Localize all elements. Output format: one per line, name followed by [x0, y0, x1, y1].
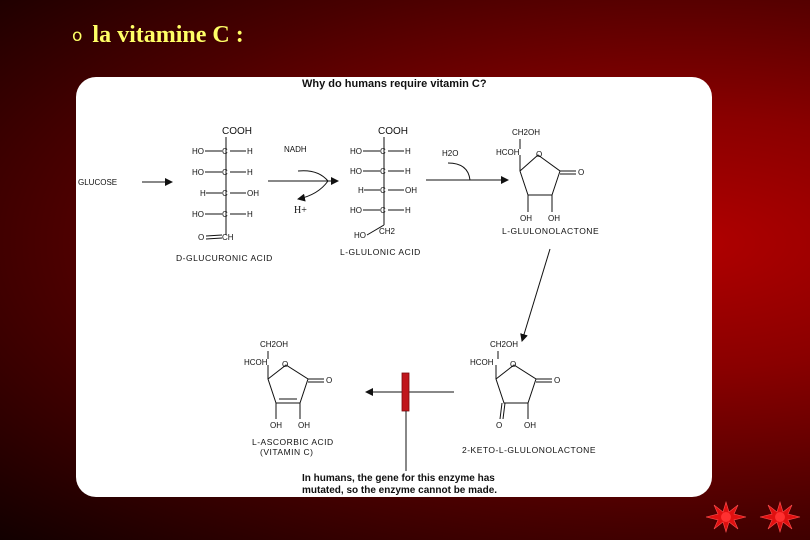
- svg-text:HO: HO: [192, 210, 204, 219]
- svg-text:HO: HO: [350, 206, 362, 215]
- svg-text:H: H: [405, 147, 411, 156]
- diagram-heading: Why do humans require vitamin C?: [302, 78, 487, 90]
- vitamin-c-pathway-diagram: Why do humans require vitamin C? GLUCOSE…: [78, 78, 599, 496]
- arrow-h2o-curve: [447, 162, 471, 181]
- diagram-panel: Why do humans require vitamin C? GLUCOSE…: [76, 77, 712, 497]
- 2-keto-l-gulonolactone-label: 2-KETO-L-GLULONOLACTONE: [462, 445, 596, 455]
- d-glucuronic-acid-structure: COOH HO C H HO C H H C OH HO C H O CH: [192, 126, 259, 242]
- mutation-note-line2: mutated, so the enzyme cannot be made.: [302, 485, 497, 496]
- 2-keto-l-gulonolactone-structure: CH2OH HCOH O O O OH: [470, 340, 560, 430]
- svg-text:H: H: [405, 206, 411, 215]
- nadh-label: NADH: [284, 145, 307, 154]
- slide-title: la vitamine C :: [92, 22, 244, 48]
- svg-text:C: C: [380, 186, 386, 195]
- svg-text:HCOH: HCOH: [470, 358, 494, 367]
- svg-text:O: O: [282, 360, 288, 369]
- svg-text:OH: OH: [247, 189, 259, 198]
- svg-text:C: C: [380, 147, 386, 156]
- l-gulonolactone-label: L-GLULONOLACTONE: [502, 226, 599, 236]
- svg-text:O: O: [578, 168, 584, 177]
- svg-text:OH: OH: [298, 421, 310, 430]
- decorative-flower-icon: [705, 500, 747, 534]
- svg-text:CH2OH: CH2OH: [490, 340, 518, 349]
- arrow-oxidation: [520, 248, 551, 342]
- d-glucuronic-acid-label: D-GLUCURONIC ACID: [176, 253, 273, 263]
- svg-text:CH2: CH2: [379, 227, 396, 236]
- svg-text:HCOH: HCOH: [496, 148, 520, 157]
- arrow-nadh-curve: [297, 170, 329, 202]
- svg-text:C: C: [222, 147, 228, 156]
- l-gulonolactone-structure: CH2OH HCOH O O OH OH: [496, 128, 584, 223]
- enzyme-block-marker: [401, 372, 410, 412]
- svg-text:H: H: [247, 147, 253, 156]
- svg-text:O: O: [554, 376, 560, 385]
- svg-text:C: C: [222, 210, 228, 219]
- svg-text:O: O: [510, 360, 516, 369]
- svg-text:OH: OH: [524, 421, 536, 430]
- svg-text:CH: CH: [222, 233, 234, 242]
- svg-text:OH: OH: [520, 214, 532, 223]
- svg-text:CH2OH: CH2OH: [512, 128, 540, 137]
- svg-text:O: O: [496, 421, 502, 430]
- h-plus-label: H+: [294, 205, 307, 216]
- svg-text:C: C: [222, 189, 228, 198]
- slide-title-row: o la vitamine C :: [72, 22, 244, 49]
- svg-text:HO: HO: [192, 168, 204, 177]
- svg-text:H: H: [358, 186, 364, 195]
- svg-text:OH: OH: [405, 186, 417, 195]
- svg-text:CH2OH: CH2OH: [260, 340, 288, 349]
- mutation-note-line1: In humans, the gene for this enzyme has: [302, 473, 495, 484]
- svg-text:HO: HO: [350, 167, 362, 176]
- glucose-label: GLUCOSE: [78, 178, 117, 187]
- bullet-marker: o: [72, 25, 83, 46]
- svg-text:H: H: [247, 168, 253, 177]
- svg-text:C: C: [380, 167, 386, 176]
- svg-text:O: O: [536, 150, 542, 159]
- svg-text:O: O: [198, 233, 204, 242]
- svg-text:H: H: [200, 189, 206, 198]
- svg-text:C: C: [380, 206, 386, 215]
- vitamin-c-label: (VITAMIN C): [260, 447, 314, 457]
- svg-text:O: O: [326, 376, 332, 385]
- decorative-flower-icon: [759, 500, 801, 534]
- l-gulonic-acid-structure: COOH HO C H HO C H H C OH HO C H HO CH2: [350, 126, 417, 240]
- svg-text:OH: OH: [548, 214, 560, 223]
- l-ascorbic-acid-structure: CH2OH HCOH O O OH OH: [244, 340, 332, 430]
- svg-text:HO: HO: [354, 231, 366, 240]
- svg-text:H: H: [247, 210, 253, 219]
- svg-text:COOH: COOH: [378, 126, 408, 137]
- svg-text:HO: HO: [350, 147, 362, 156]
- h2o-label: H2O: [442, 149, 458, 158]
- svg-text:HCOH: HCOH: [244, 358, 268, 367]
- l-gulonic-acid-label: L-GLULONIC ACID: [340, 247, 421, 257]
- l-ascorbic-acid-label: L-ASCORBIC ACID: [252, 437, 334, 447]
- svg-text:C: C: [222, 168, 228, 177]
- svg-text:COOH: COOH: [222, 126, 252, 137]
- svg-text:HO: HO: [192, 147, 204, 156]
- svg-text:OH: OH: [270, 421, 282, 430]
- svg-text:H: H: [405, 167, 411, 176]
